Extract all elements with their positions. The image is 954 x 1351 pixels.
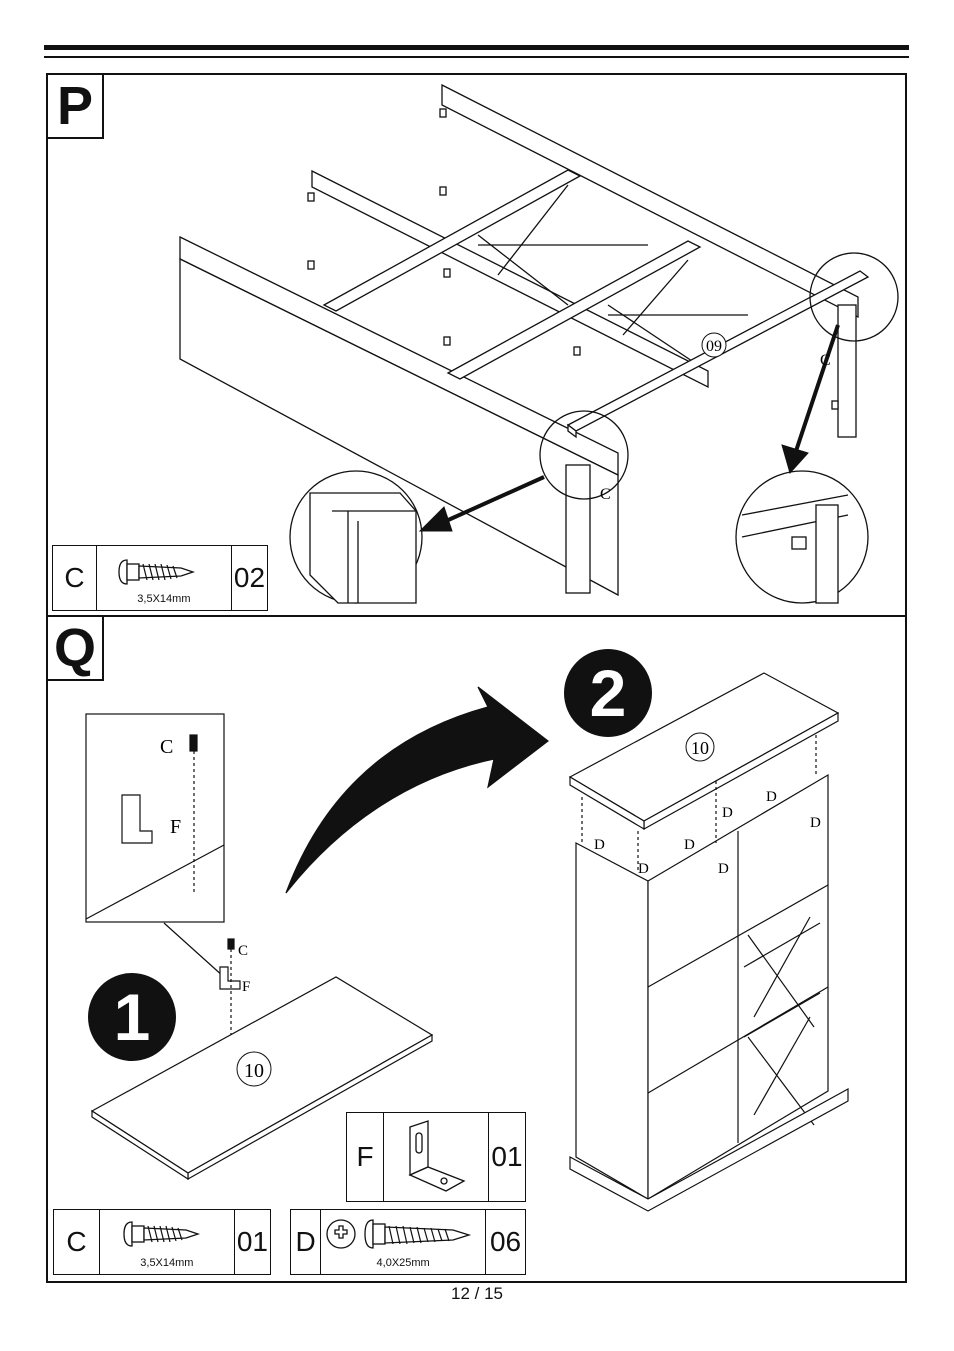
callout-d-2: D <box>638 861 649 877</box>
step-panel-p: P <box>46 73 907 617</box>
screw-size-label-c: 3,5X14mm <box>140 1257 194 1269</box>
cabinet-top-assembly-illustration: 09 C C <box>179 83 899 604</box>
screw-callout-c-left: C <box>600 486 611 503</box>
part-code-d: D <box>291 1210 322 1274</box>
screw-callout-c-right: C <box>820 352 831 369</box>
callout-d-6: D <box>810 815 821 831</box>
part-qty: 02 <box>233 562 266 593</box>
part-qty-d: 06 <box>489 1226 522 1257</box>
step-panel-q: Q <box>46 615 907 1283</box>
part-qty-f: 01 <box>491 1141 523 1172</box>
step-letter-q: Q <box>48 617 104 681</box>
callout-c-small: C <box>238 943 248 959</box>
callout-d-5: D <box>766 789 777 805</box>
header-rule-thick <box>44 45 909 50</box>
part-callout-10-step1: 10 <box>244 1060 264 1082</box>
screw-icon <box>118 559 195 585</box>
callout-f-detail: F <box>170 816 181 838</box>
part-code-c: C <box>53 546 97 610</box>
step-number-1: 1 <box>88 973 176 1061</box>
screw-size-label-d: 4,0X25mm <box>376 1257 430 1269</box>
part-qty-c-q: 01 <box>236 1226 269 1257</box>
part-callout-10-step2: 10 <box>691 738 709 758</box>
screw-icon <box>326 1219 472 1249</box>
part-code-f: F <box>347 1113 384 1201</box>
callout-d-7: D <box>722 805 733 821</box>
step-letter-p: P <box>48 75 104 139</box>
parts-box-f: F 01 <box>346 1112 526 1202</box>
step-number-2: 2 <box>564 649 652 737</box>
cabinet-top-panel-illustration: C F C F 10 10 D D D D D D D <box>85 672 849 1212</box>
part-callout-09: 09 <box>706 338 722 355</box>
angle-bracket-icon <box>408 1120 466 1192</box>
parts-box-c: C 3,5X14mm 02 <box>52 545 268 611</box>
header-rule-thin <box>44 56 909 58</box>
screw-size-label: 3,5X14mm <box>137 593 191 605</box>
callout-d-3: D <box>684 837 695 853</box>
parts-box-c-q: C 3,5X14mm 01 <box>53 1209 271 1275</box>
callout-d-4: D <box>718 861 729 877</box>
page-number: 12 / 15 <box>451 1284 503 1303</box>
callout-d-1: D <box>594 837 605 853</box>
screw-icon <box>123 1221 200 1247</box>
callout-c-detail: C <box>160 736 173 758</box>
parts-box-d: D 4,0X25mm 06 <box>290 1209 526 1275</box>
part-code-c-q: C <box>54 1210 100 1274</box>
callout-f-small: F <box>242 979 250 995</box>
